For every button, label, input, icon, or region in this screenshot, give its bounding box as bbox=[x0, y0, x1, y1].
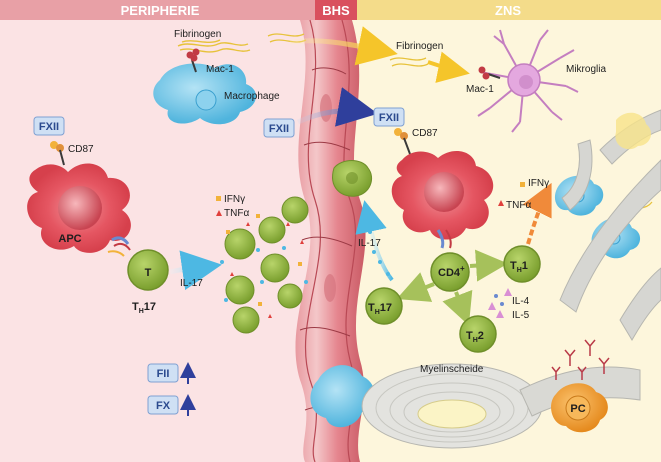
t-cell-left bbox=[127, 249, 169, 291]
mhc-tcr-synapse-right bbox=[436, 229, 452, 249]
th17-cell-cluster-periphery bbox=[224, 196, 309, 334]
th2-label: TH2 bbox=[466, 330, 484, 344]
apc-label: APC bbox=[58, 233, 81, 245]
mhc-tcr-synapse-left bbox=[107, 236, 131, 257]
th1-cytokine-arrow bbox=[522, 182, 552, 245]
header-zns: ZNS bbox=[495, 3, 521, 18]
fibrinogen-label-cns: Fibrinogen bbox=[396, 41, 443, 52]
il17-arrow-left bbox=[169, 250, 222, 291]
fx-label: FX bbox=[156, 400, 171, 412]
fii-box bbox=[147, 363, 179, 383]
pc-label: PC bbox=[570, 403, 585, 415]
header-bhs: BHS bbox=[322, 3, 350, 18]
mikroglia-label: Mikroglia bbox=[566, 64, 606, 75]
fxii-label-left: FXII bbox=[39, 121, 59, 133]
ifn-label-right: IFNγ bbox=[528, 178, 549, 189]
th17-label-left: TH17 bbox=[132, 301, 156, 315]
t-cell-label: T bbox=[145, 267, 152, 279]
fxii-label-right: FXII bbox=[379, 112, 399, 124]
cd4-label: CD4+ bbox=[438, 264, 465, 279]
fxii-box-middle bbox=[263, 118, 295, 138]
astrocyte-endfoot-bottom bbox=[310, 365, 375, 428]
il4-il5-cytokines bbox=[488, 288, 512, 318]
fxii-box-left bbox=[33, 116, 65, 136]
mac1-receptor-cns bbox=[478, 66, 501, 80]
ifn-square-legend-left bbox=[216, 196, 221, 201]
fibrinogen-to-microglia-arrow bbox=[427, 51, 470, 83]
th1-label: TH1 bbox=[510, 260, 528, 274]
arrow-cd4-to-th2 bbox=[442, 289, 473, 326]
tnf-triangle-legend-right bbox=[498, 200, 504, 206]
fx-box bbox=[147, 395, 179, 415]
macrophage-label: Macrophage bbox=[224, 91, 280, 102]
fxii-transport-arrow bbox=[296, 87, 378, 127]
periphery-header-bar bbox=[0, 0, 315, 20]
il17-label-right: IL-17 bbox=[358, 238, 381, 249]
il17-label-left: IL-17 bbox=[180, 278, 203, 289]
il4-label: IL-4 bbox=[512, 296, 530, 307]
fibrinogen-strands-periphery bbox=[177, 39, 251, 53]
microglia-nucleus bbox=[519, 75, 533, 89]
th17-label-right: TH17 bbox=[368, 302, 392, 316]
cytokine-dots-periphery bbox=[220, 214, 308, 318]
header-periphery: PERIPHERIE bbox=[121, 3, 200, 18]
fibrinogen-transport-arrow bbox=[289, 26, 398, 66]
cd87-label-right: CD87 bbox=[412, 128, 438, 139]
fxii-box-right bbox=[373, 107, 405, 127]
apc-cell bbox=[27, 163, 131, 253]
tnf-label-left: TNFα bbox=[224, 208, 249, 219]
arrow-cd4-to-th17 bbox=[396, 272, 435, 302]
fii-label: FII bbox=[157, 368, 170, 380]
th1-cell bbox=[503, 245, 541, 283]
ifn-square-legend-right bbox=[520, 182, 525, 187]
mac1-label-periphery: Mac-1 bbox=[206, 64, 234, 75]
myelin-label: Myelinscheide bbox=[420, 364, 484, 375]
il17-dots-right bbox=[360, 218, 390, 276]
bhs-header-bar bbox=[315, 0, 357, 20]
fxii-label-middle: FXII bbox=[269, 123, 289, 135]
fibrinogen-label-periphery: Fibrinogen bbox=[174, 29, 221, 40]
mac1-label-cns: Mac-1 bbox=[466, 84, 494, 95]
cd87-label-left: CD87 bbox=[68, 144, 94, 155]
antibodies bbox=[551, 339, 610, 380]
t-cell-on-barrier bbox=[332, 160, 372, 197]
neuron-soma-yellow bbox=[615, 112, 652, 150]
tnf-label-right: TNFα bbox=[506, 200, 531, 211]
th17-cell-cns bbox=[365, 287, 403, 325]
mac1-receptor-periphery bbox=[186, 48, 200, 73]
il5-label: IL-5 bbox=[512, 310, 530, 321]
ifn-label-left: IFNγ bbox=[224, 194, 245, 205]
plasma-cell bbox=[551, 383, 608, 433]
cns-header-bar bbox=[357, 0, 661, 20]
cd87-receptor-left bbox=[50, 141, 65, 166]
arrow-cd4-to-th1 bbox=[469, 249, 508, 282]
apc-cell-cns bbox=[391, 151, 494, 240]
macrophage-periphery bbox=[153, 63, 257, 125]
cd87-receptor-right bbox=[394, 128, 411, 155]
tnf-triangle-legend-left bbox=[216, 210, 222, 216]
th2-cell bbox=[459, 315, 497, 353]
fibrinogen-strands-cns bbox=[389, 57, 429, 67]
